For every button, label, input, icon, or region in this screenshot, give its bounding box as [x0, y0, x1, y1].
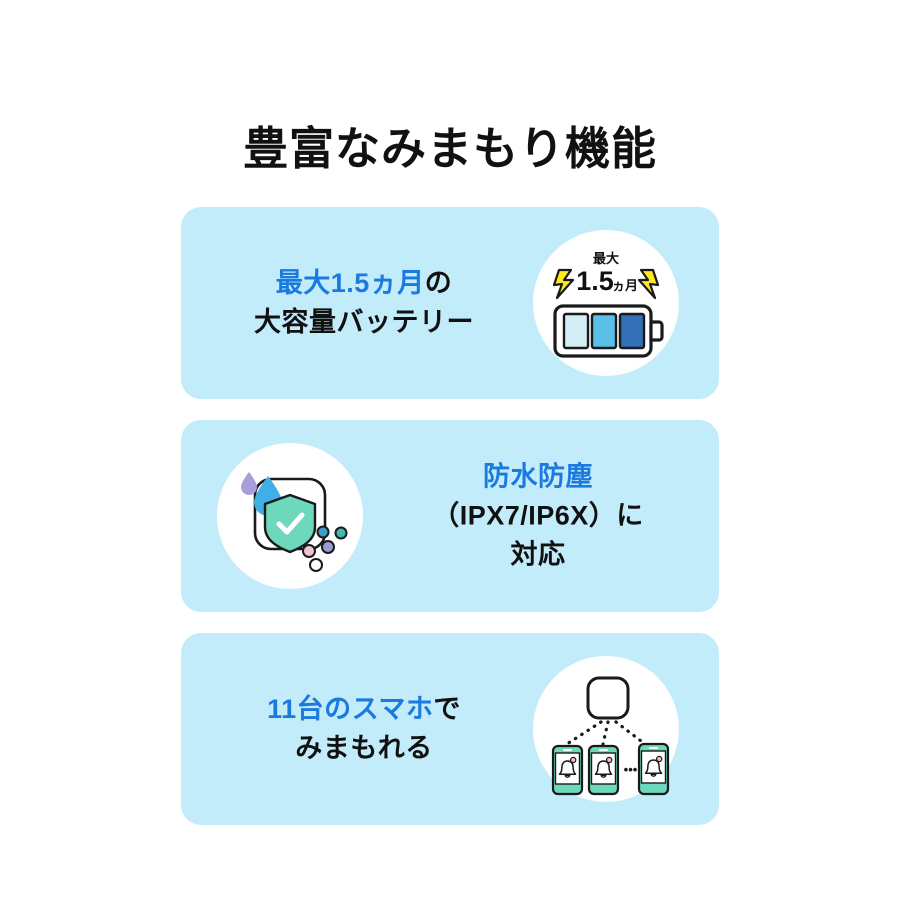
card-battery-line-1-highlight: 最大1.5ヵ月 [275, 267, 425, 298]
connection-lines [565, 720, 647, 746]
dot-blue-icon [316, 525, 330, 539]
card-battery-line-1: 最大1.5ヵ月の [199, 264, 529, 303]
card-battery-text: 最大1.5ヵ月の 大容量バッテリー [199, 264, 529, 342]
card-multi-phone-text: 11台のスマホで みまもれる [199, 690, 529, 768]
feature-card-waterproof: 防水防塵 （IPX7/IP6X）に 対応 [181, 420, 719, 612]
battery-label-unit: ヵ月 [612, 278, 638, 293]
battery-cell-2 [590, 312, 618, 350]
ellipsis-label: ••• [624, 762, 638, 777]
card-waterproof-line-3-plain: 対応 [510, 539, 566, 570]
notification-badge [605, 756, 613, 764]
notification-badge [655, 755, 663, 763]
battery-body [553, 304, 664, 358]
page-title: 豊富なみまもり機能 [242, 123, 657, 175]
card-inner: 最大1.5ヵ月の 大容量バッテリー 最大 1.5 ヵ月 [181, 207, 719, 399]
waterproof-icon-plate [217, 443, 363, 589]
waterproof-shield-icon [241, 472, 348, 572]
multi-phone-icon: ••• [551, 676, 670, 796]
card-waterproof-text: 防水防塵 （IPX7/IP6X）に 対応 [373, 457, 703, 574]
card-waterproof-line-1: 防水防塵 [373, 457, 703, 496]
card-waterproof-line-3: 対応 [373, 536, 703, 575]
notification-badge [570, 756, 577, 764]
phone-3-icon [637, 742, 670, 796]
shield-icon [263, 493, 317, 554]
lightning-bolt-left-icon [552, 268, 575, 300]
battery-label-small: 最大 [593, 251, 619, 266]
check-icon [276, 512, 305, 535]
battery-cell-3 [618, 312, 646, 350]
battery-label-value: 1.5 [576, 266, 614, 296]
battery-terminal [649, 320, 664, 342]
dot-purple-icon [321, 540, 335, 554]
phone-1-icon [551, 744, 584, 796]
feature-card-multi-phone: 11台のスマホで みまもれる [181, 633, 719, 825]
multi-phone-icon-plate: ••• [533, 656, 679, 802]
dot-pink-icon [302, 544, 316, 558]
card-battery-line-2: 大容量バッテリー [199, 303, 529, 342]
battery-icon-plate: 最大 1.5 ヵ月 [533, 230, 679, 376]
lightning-bolt-right-icon [637, 268, 660, 300]
card-battery-line-1-plain: の [424, 267, 453, 298]
card-multi-phone-line-1: 11台のスマホで [199, 690, 529, 729]
dot-teal-icon [334, 526, 348, 540]
battery-cell-1 [562, 312, 590, 350]
card-multi-phone-line-2: みまもれる [199, 729, 529, 768]
card-waterproof-line-2: （IPX7/IP6X）に [373, 496, 703, 535]
card-multi-phone-line-1-plain: で [433, 693, 461, 724]
card-inner: 11台のスマホで みまもれる [181, 633, 719, 825]
card-waterproof-line-1-highlight: 防水防塵 [483, 461, 593, 492]
droplet-purple-icon [241, 472, 257, 495]
tracker-device-icon [586, 676, 630, 720]
card-inner: 防水防塵 （IPX7/IP6X）に 対応 [181, 420, 719, 612]
card-multi-phone-line-1-highlight: 11台のスマホ [267, 693, 434, 724]
dot-white-icon [309, 558, 323, 572]
card-battery-line-2-plain: 大容量バッテリー [254, 307, 474, 337]
card-waterproof-line-2-plain: （IPX7/IP6X）に [432, 500, 644, 531]
card-multi-phone-line-2-plain: みまもれる [295, 733, 433, 763]
feature-card-battery: 最大1.5ヵ月の 大容量バッテリー 最大 1.5 ヵ月 [181, 207, 719, 399]
phone-2-icon [587, 744, 620, 796]
battery-icon: 最大 1.5 ヵ月 [552, 251, 664, 358]
